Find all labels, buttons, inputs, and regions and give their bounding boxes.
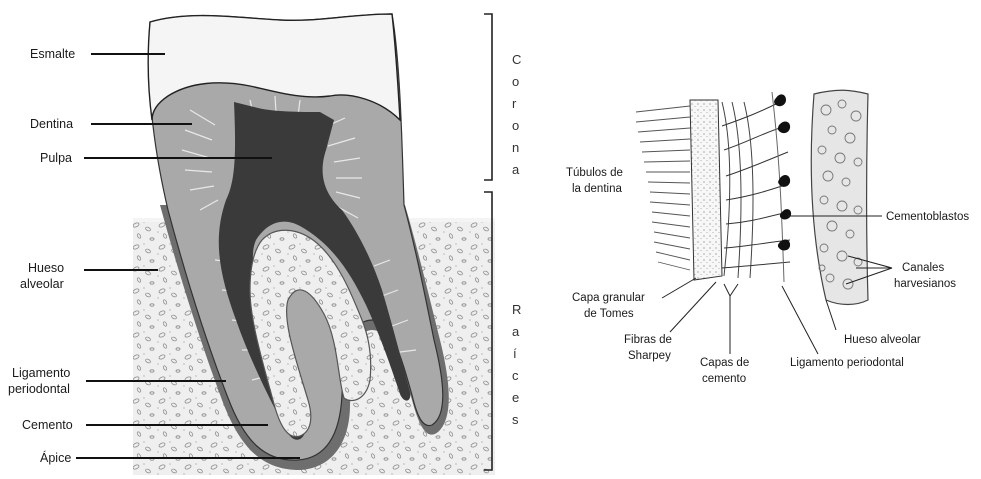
corona-letter: r (512, 96, 517, 111)
label-fibras-line2: Sharpey (628, 350, 671, 362)
cementoblasts (774, 94, 791, 250)
raices-letter: c (512, 368, 520, 383)
leader-capas-a (724, 284, 730, 296)
leader-capas-b (730, 284, 738, 296)
corona-letter: o (512, 118, 520, 133)
label-dentina: Dentina (30, 117, 73, 131)
corona-letter: C (512, 52, 522, 67)
label-capa-line1: Capa granular (572, 292, 645, 304)
label-capa-line2: de Tomes (584, 308, 634, 320)
corona-letter: a (512, 162, 520, 177)
tomes-granular-layer (690, 100, 722, 280)
leader-hueso-right (826, 300, 836, 330)
periodontium-illustration (636, 90, 868, 304)
raices-letter: e (512, 390, 520, 405)
label-hueso-right: Hueso alveolar (844, 334, 921, 346)
corona-letter: n (512, 140, 520, 155)
label-ligamento-right: Ligamento periodontal (790, 357, 904, 369)
tooth-illustration (133, 14, 495, 475)
label-canales-line2: harvesianos (894, 278, 956, 290)
label-pulpa: Pulpa (40, 151, 72, 165)
raices-letter: s (512, 412, 520, 427)
label-cementoblastos: Cementoblastos (886, 211, 969, 223)
label-capas-line1: Capas de (700, 357, 749, 369)
alveolar-bone-right (811, 90, 868, 304)
corona-vertical-label: C o r o n a (512, 52, 522, 177)
label-apice: Ápice (40, 450, 71, 465)
label-tubulos-line1: Túbulos de (566, 167, 623, 179)
leader-capa (662, 278, 696, 298)
label-ligamento-line1: Ligamento (12, 366, 70, 380)
label-capas-line2: cemento (702, 373, 746, 385)
label-hueso-line1: Hueso (28, 261, 64, 275)
label-ligamento-line2: periodontal (8, 382, 70, 396)
cementum-layers (722, 102, 753, 278)
raices-letter: í (513, 346, 518, 361)
raices-letter: R (512, 302, 522, 317)
bracket-corona (484, 14, 492, 180)
label-fibras-line1: Fibras de (624, 334, 672, 346)
leader-ligamento-right (782, 286, 818, 354)
label-canales-line1: Canales (902, 262, 944, 274)
raices-letter: a (512, 324, 520, 339)
corona-letter: o (512, 74, 520, 89)
right-labels: Túbulos de la dentina Cementoblastos Can… (566, 167, 969, 385)
label-esmalte: Esmalte (30, 47, 75, 61)
raices-vertical-label: R a í c e s (512, 302, 522, 427)
label-cemento: Cemento (22, 418, 73, 432)
dentin-tubules-right (636, 106, 690, 270)
label-tubulos-line2: la dentina (572, 183, 622, 195)
label-hueso-line2: alveolar (20, 277, 64, 291)
